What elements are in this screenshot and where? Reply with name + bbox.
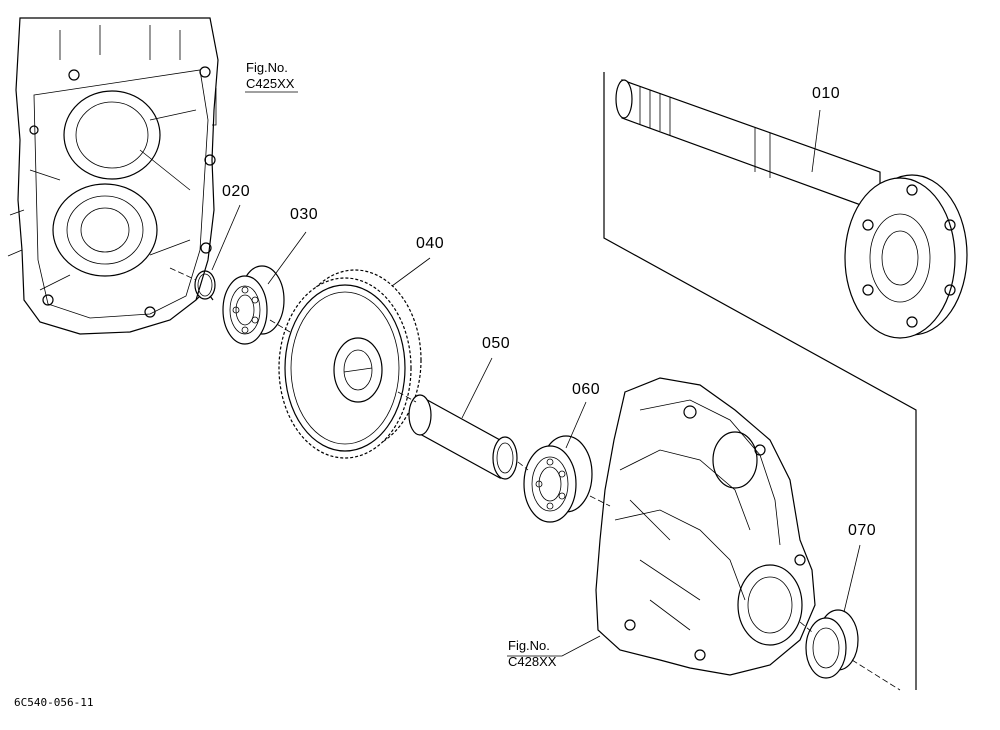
fig-ref-c425xx[interactable]: Fig.No. C425XX (246, 60, 294, 93)
part-040-gear (278, 269, 422, 459)
fig-ref-code: C425XX (246, 76, 295, 92)
right-housing (595, 377, 816, 676)
part-070-oil-seal (805, 609, 859, 679)
callout-070: 070 (848, 522, 877, 539)
assembly-bracket-line (603, 72, 917, 690)
part-060-bearing (523, 435, 593, 523)
callout-020: 020 (222, 183, 251, 200)
fig-ref-label: Fig.No. (246, 60, 288, 75)
fig-ref-label: Fig.No. (508, 638, 550, 653)
fig-ref-c428xx[interactable]: Fig.No. C428XX (508, 638, 556, 671)
callout-030: 030 (290, 206, 319, 223)
left-housing (7, 17, 219, 335)
part-030-bearing (222, 265, 285, 345)
callout-060: 060 (572, 381, 601, 398)
part-010-shaft (603, 72, 968, 690)
diagram-code: 6C540-056-11 (14, 696, 94, 709)
part-020-snap-ring (194, 270, 216, 301)
assembly-axis-lines (169, 267, 901, 691)
callout-050: 050 (482, 335, 511, 352)
part-050-collar (408, 394, 518, 480)
callout-040: 040 (416, 235, 445, 252)
fig-ref-code: C428XX (508, 654, 557, 670)
callout-010: 010 (812, 85, 841, 102)
leader-lines (211, 88, 861, 657)
